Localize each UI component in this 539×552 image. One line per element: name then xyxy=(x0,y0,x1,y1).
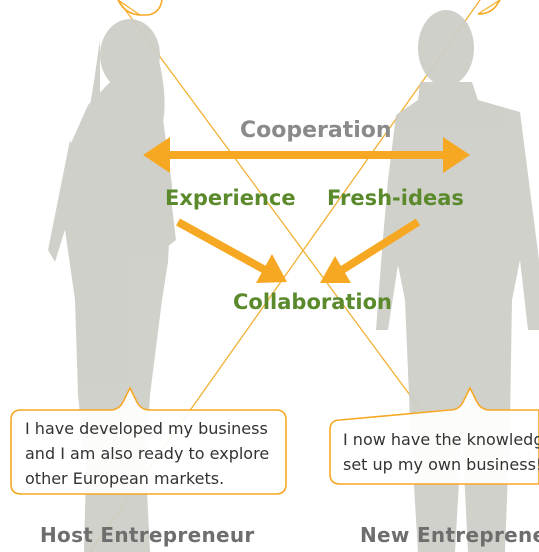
bubble-tail-top-left xyxy=(117,0,141,16)
host-speech-bubble xyxy=(10,386,287,495)
experience-arrow-shaft xyxy=(176,218,267,274)
host-bubble-line-3: other European markets. xyxy=(25,469,225,488)
cooperation-arrowhead-left xyxy=(143,137,170,173)
fresh-ideas-label: Fresh-ideas xyxy=(327,186,464,210)
diagonal-line-left xyxy=(117,0,433,426)
top-bubble-fragment-right xyxy=(477,0,501,15)
new-speech-bubble xyxy=(329,386,539,485)
new-bubble-line-1: I now have the knowledge to xyxy=(343,430,539,449)
bubble-tail-top-right xyxy=(477,0,501,15)
top-bubble-fragment-left xyxy=(117,0,163,16)
host-bubble-line-1: I have developed my business xyxy=(25,419,268,438)
host-entrepreneur-caption: Host Entrepreneur xyxy=(40,523,255,547)
new-bubble-text: I now have the knowledge to set up my ow… xyxy=(343,427,539,477)
fresh-ideas-arrow-shaft xyxy=(339,218,421,274)
collaboration-label: Collaboration xyxy=(233,290,393,314)
fresh-ideas-arrowhead xyxy=(320,256,351,283)
cooperation-label: Cooperation xyxy=(240,118,392,143)
new-bubble-line-2: set up my own business! xyxy=(343,455,539,474)
experience-label: Experience xyxy=(165,186,296,210)
experience-arrowhead xyxy=(256,254,287,283)
host-bubble-line-2: and I am also ready to explore xyxy=(25,444,270,463)
cooperation-arrowhead-right xyxy=(443,137,470,173)
new-entrepreneur-caption: New Entrepreneur xyxy=(360,523,539,547)
host-bubble-text: I have developed my business and I am al… xyxy=(25,416,269,491)
